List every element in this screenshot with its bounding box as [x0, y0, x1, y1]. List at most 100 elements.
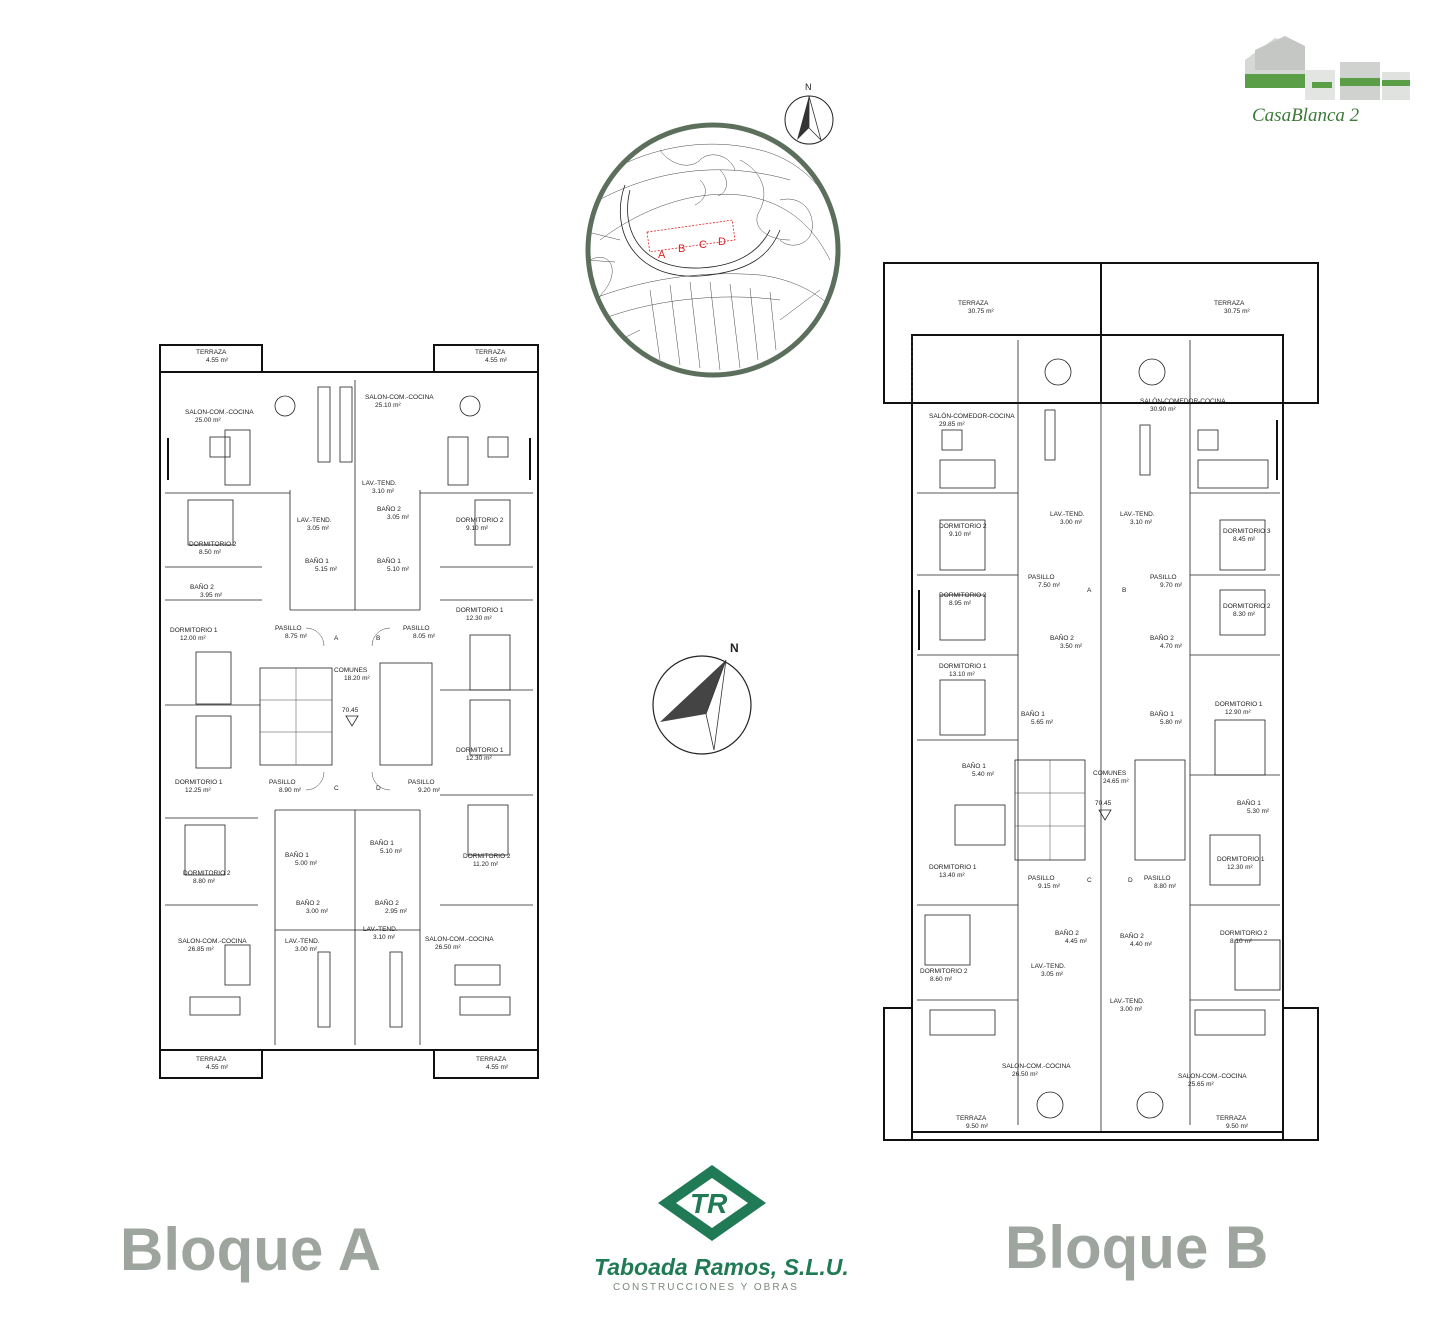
bloque-a-room-name: TERRAZA [196, 349, 227, 356]
bloque-a-room-area: 4.55 m² [485, 357, 508, 364]
bloque-a-room-name: BAÑO 1 [285, 850, 309, 859]
bloque-a-room-name: LAV.-TEND. [362, 480, 397, 487]
bloque-b-room-name: PASILLO [1028, 875, 1055, 882]
bloque-a-room-area: 2.95 m² [385, 908, 408, 915]
bloque-b-room-area: 26.50 m² [1012, 1071, 1038, 1078]
bloque-b-room-area: 4.70 m² [1160, 643, 1183, 650]
bloque-a-room-area: 12.30 m² [466, 755, 492, 762]
bloque-a-room-name: BAÑO 2 [377, 504, 401, 513]
bloque-a-room-name: DORMITORIO 2 [183, 870, 231, 877]
bloque-b-room-name: PASILLO [1144, 875, 1171, 882]
bloque-b-level: 70.45 [1095, 800, 1112, 807]
bloque-b-room-area: 25.65 m² [1188, 1081, 1214, 1088]
bloque-a-room-area: 5.10 m² [380, 848, 403, 855]
bloque-b-room-name: LAV.-TEND. [1031, 963, 1066, 970]
bloque-a-room-area: 5.15 m² [315, 566, 338, 573]
taboada-logo-name: Taboada Ramos, S.L.U. [594, 1254, 849, 1280]
bloque-a-door-c: C [334, 785, 339, 792]
bloque-a-room-area: 8.50 m² [199, 549, 222, 556]
bloque-b-room-area: 8.10 m² [1230, 938, 1253, 945]
bloque-a-room-name: PASILLO [408, 779, 435, 786]
site-block-label-d: D [718, 236, 726, 248]
bloque-a-room-area: 12.30 m² [466, 615, 492, 622]
north-label-small: N [805, 82, 812, 92]
bloque-a-room-area: 25.00 m² [195, 417, 221, 424]
bloque-a-room-name: DORMITORIO 1 [456, 747, 504, 754]
bloque-a-room-name: SALON-COM.-COCINA [185, 409, 254, 416]
bloque-a-room-name: PASILLO [275, 625, 302, 632]
site-block-label-c: C [699, 239, 707, 251]
bloque-b-room-name: DORMITORIO 1 [1217, 856, 1265, 863]
bloque-b-room-area: 8.95 m² [949, 600, 972, 607]
bloque-b-room-name: DORMITORIO 1 [929, 864, 977, 871]
bloque-b-door-marks: A B C D 70.45 [1087, 587, 1133, 884]
bloque-a-room-name: BAÑO 1 [377, 556, 401, 565]
bloque-a-room-area: 8.05 m² [413, 633, 436, 640]
bloque-b-room-area: 5.30 m² [1247, 808, 1270, 815]
bloque-b-room-name: DORMITORIO 2 [1220, 930, 1268, 937]
bloque-a-room-area: 8.80 m² [193, 878, 216, 885]
bloque-b-room-area: 3.50 m² [1060, 643, 1083, 650]
bloque-b-room-name: DORMITORIO 2 [1223, 603, 1271, 610]
bloque-b-room-name: DORMITORIO 3 [1223, 528, 1271, 535]
bloque-b-room-name: DORMITORIO 2 [939, 592, 987, 599]
bloque-a-room-name: DORMITORIO 2 [456, 517, 504, 524]
bloque-b-room-name: LAV.-TEND. [1120, 511, 1155, 518]
bloque-b-room-area: 3.00 m² [1060, 519, 1083, 526]
bloque-b-room-area: 9.10 m² [949, 531, 972, 538]
bloque-b-room-name: TERRAZA [1216, 1115, 1247, 1122]
bloque-a-room-area: 3.00 m² [306, 908, 329, 915]
bloque-b-room-name: SALÓN-COMEDOR-COCINA [929, 411, 1015, 420]
bloque-b-room-area: 24.65 m² [1103, 778, 1129, 785]
bloque-a-room-name: SALON-COM.-COCINA [178, 938, 247, 945]
bloque-b-room-name: BAÑO 1 [1150, 709, 1174, 718]
bloque-a-room-name: DORMITORIO 2 [463, 853, 511, 860]
bloque-a-room-name: DORMITORIO 1 [170, 627, 218, 634]
bloque-b-room-name: DORMITORIO 1 [939, 663, 987, 670]
bloque-a-room-name: PASILLO [269, 779, 296, 786]
bloque-a-door-d: D [376, 785, 381, 792]
bloque-b-door-b: B [1122, 587, 1126, 594]
bloque-a-room-area: 3.95 m² [200, 592, 223, 599]
bloque-b-room-name: TERRAZA [958, 300, 989, 307]
taboada-logo-tagline: CONSTRUCCIONES Y OBRAS [613, 1282, 799, 1293]
bloque-b-room-area: 5.80 m² [1160, 719, 1183, 726]
bloque-b-room-name: DORMITORIO 2 [939, 523, 987, 530]
bloque-b-room-area: 3.10 m² [1130, 519, 1153, 526]
bloque-b-room-name: BAÑO 2 [1150, 633, 1174, 642]
bloque-a-room-name: COMUNES [334, 667, 368, 674]
bloque-a-room-name: BAÑO 2 [190, 582, 214, 591]
bloque-b-room-area: 30.75 m² [1224, 308, 1250, 315]
bloque-a-room-area: 3.00 m² [295, 946, 318, 953]
bloque-a-room-name: TERRAZA [475, 349, 506, 356]
bloque-b-room-area: 12.30 m² [1227, 864, 1253, 871]
bloque-a-room-area: 25.10 m² [375, 402, 401, 409]
bloque-b-room-name: COMUNES [1093, 770, 1127, 777]
bloque-b-room-area: 13.40 m² [939, 872, 965, 879]
bloque-a-room-area: 3.10 m² [373, 934, 396, 941]
bloque-a-door-marks: A B C D 70.45 [334, 635, 381, 792]
bloque-a-room-area: 8.75 m² [285, 633, 308, 640]
bloque-a-room-name: PASILLO [403, 625, 430, 632]
north-label-compass: N [730, 641, 739, 655]
bloque-b-room-area: 4.45 m² [1065, 938, 1088, 945]
bloque-a-room-name: BAÑO 2 [296, 898, 320, 907]
bloque-b-room-area: 8.30 m² [1233, 611, 1256, 618]
bloque-b-room-area: 3.00 m² [1120, 1006, 1143, 1013]
taboada-ramos-logo: TR Taboada Ramos, S.L.U. CONSTRUCCIONES … [594, 1165, 849, 1293]
bloque-a-title: Bloque A [120, 1216, 381, 1283]
bloque-b-room-name: LAV.-TEND. [1110, 998, 1145, 1005]
bloque-b-room-area: 3.05 m² [1041, 971, 1064, 978]
bloque-b-room-name: LAV.-TEND. [1050, 511, 1085, 518]
bloque-b-room-area: 30.90 m² [1150, 406, 1176, 413]
bloque-b-room-name: DORMITORIO 1 [1215, 701, 1263, 708]
bloque-b-room-name: BAÑO 1 [1237, 798, 1261, 807]
bloque-a-room-area: 4.55 m² [206, 1064, 229, 1071]
bloque-b-room-area: 8.45 m² [1233, 536, 1256, 543]
bloque-a-room-area: 3.10 m² [372, 488, 395, 495]
site-map: A B C D [585, 122, 841, 378]
bloque-b-room-area: 8.60 m² [930, 976, 953, 983]
